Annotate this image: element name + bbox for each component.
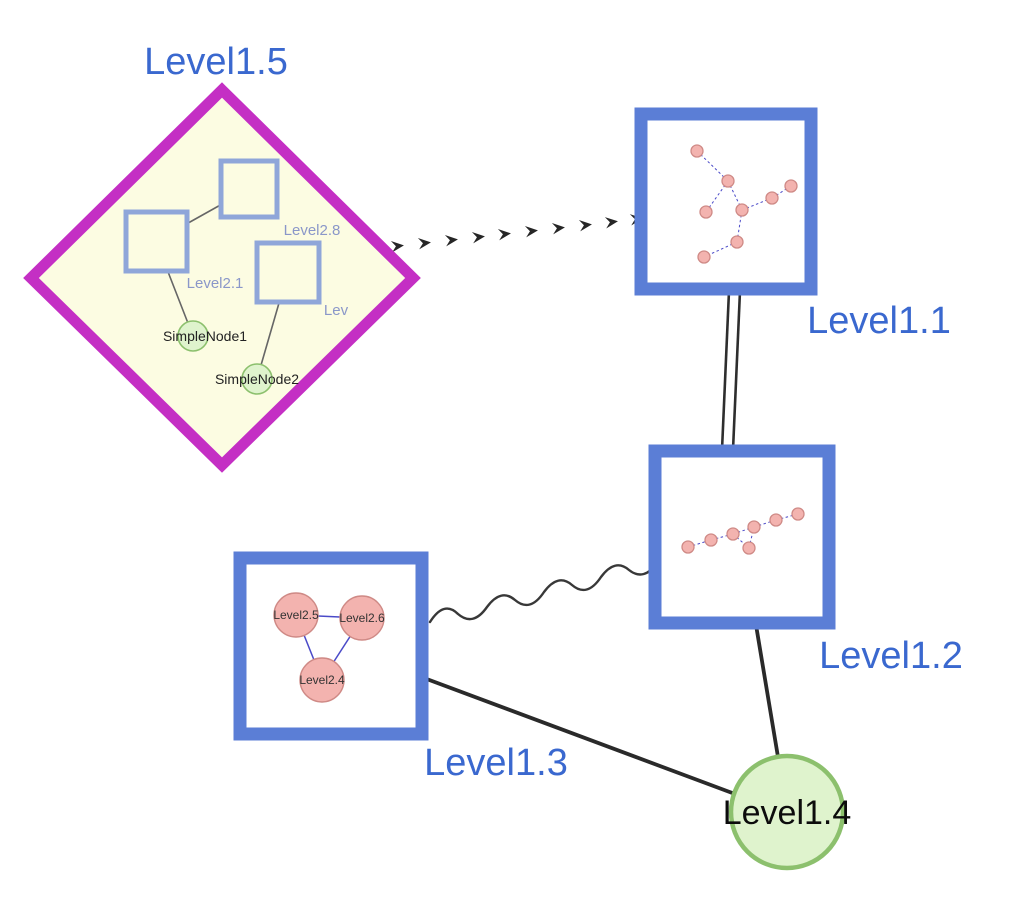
node-level13[interactable]: Level2.5 Level2.6 Level2.4 (233, 551, 429, 741)
node-level25[interactable] (273, 592, 319, 638)
graph-node[interactable] (784, 179, 798, 193)
edge-level11-to-level12[interactable] (720, 290, 742, 451)
node-level21[interactable] (123, 209, 190, 274)
node-level24-label: Level2.4 (299, 673, 345, 687)
graph-node[interactable] (769, 513, 783, 527)
level12-mini-graph (681, 507, 805, 555)
node-level28-label: Level2.8 (284, 222, 341, 239)
node-level28[interactable] (218, 158, 280, 220)
node-level12[interactable] (648, 444, 836, 630)
graph-node[interactable] (735, 203, 749, 217)
graph-node[interactable] (791, 507, 805, 521)
group-node-level15[interactable]: Level2.8 Level2.1 Lev SimpleNode1 Simple… (23, 82, 421, 473)
label-level14: Level1.4 (723, 794, 852, 832)
graph-node[interactable] (699, 205, 713, 219)
node-lev[interactable] (254, 240, 322, 305)
node-simplenode2-label: SimpleNode2 (215, 371, 299, 387)
node-simplenode2[interactable] (241, 363, 273, 395)
graph-node[interactable] (742, 541, 756, 555)
edge-level15-to-level11[interactable] (390, 214, 643, 253)
label-level13: Level1.3 (424, 742, 568, 784)
label-level15: Level1.5 (144, 41, 288, 83)
graph-node[interactable] (697, 250, 711, 264)
graph-node[interactable] (765, 191, 779, 205)
level11-mini-graph (690, 144, 798, 264)
node-lev-label: Lev (324, 302, 349, 319)
graph-node[interactable] (726, 527, 740, 541)
node-simplenode1-label: SimpleNode1 (163, 328, 247, 344)
label-level11: Level1.1 (807, 300, 951, 342)
node-level26-label: Level2.6 (339, 611, 385, 625)
node-level21-label: Level2.1 (187, 275, 244, 292)
graph-node[interactable] (704, 533, 718, 547)
graph-node[interactable] (721, 174, 735, 188)
graph-node[interactable] (747, 520, 761, 534)
graph-node[interactable] (690, 144, 704, 158)
node-simplenode1[interactable] (177, 320, 209, 352)
node-level11[interactable] (634, 107, 818, 296)
graph-node[interactable] (730, 235, 744, 249)
edge-level13-to-level12[interactable] (428, 560, 660, 624)
node-level26[interactable] (339, 595, 385, 641)
node-level25-label: Level2.5 (273, 608, 319, 622)
graph-node[interactable] (681, 540, 695, 554)
node-level24[interactable] (299, 657, 345, 703)
label-level12: Level1.2 (819, 635, 963, 677)
level13-mini-graph: Level2.5 Level2.6 Level2.4 (273, 592, 385, 703)
node-level14[interactable] (728, 753, 846, 871)
edge-level13-to-level14[interactable] (422, 676, 737, 796)
edge-level12-to-level14[interactable] (754, 623, 780, 759)
